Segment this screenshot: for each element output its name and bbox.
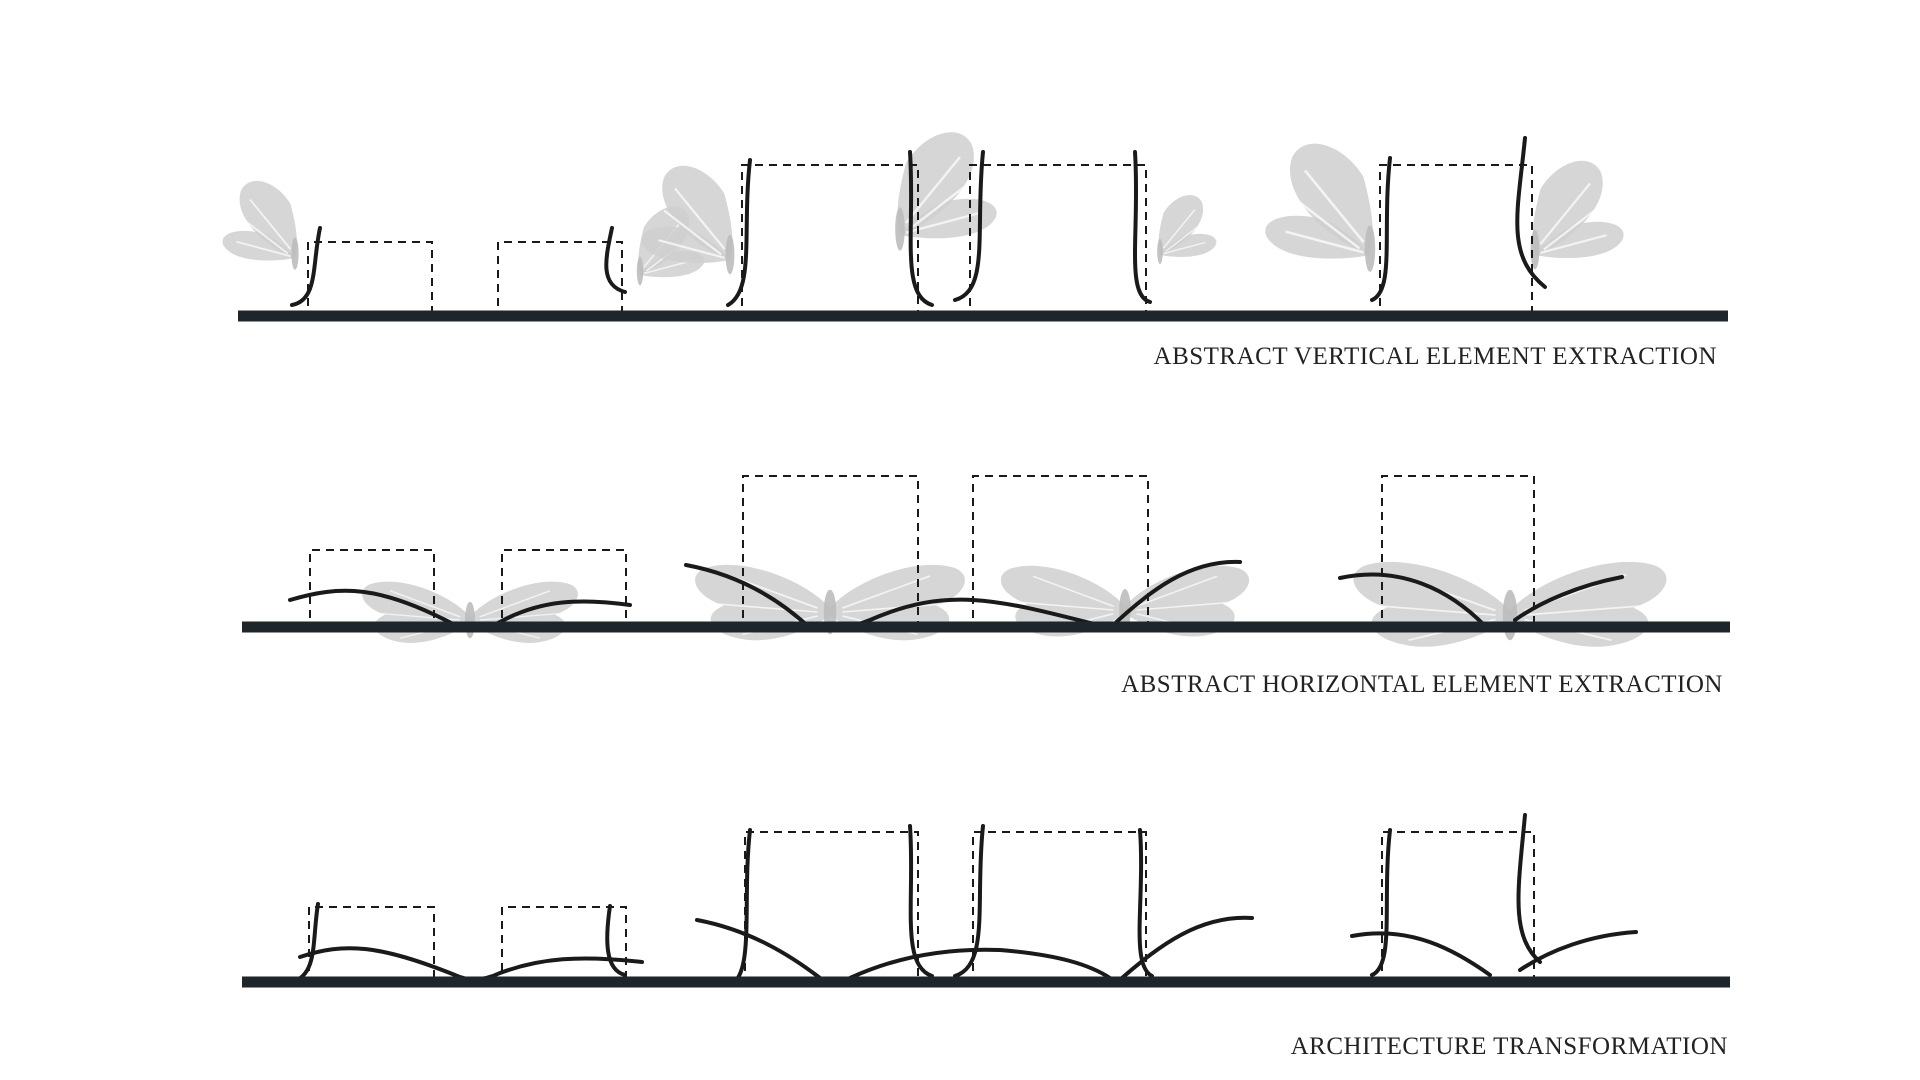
vertical-element [953, 824, 985, 978]
row-label-vertical: ABSTRACT VERTICAL ELEMENT EXTRACTION [1153, 343, 1717, 370]
dashed-frame [309, 549, 435, 632]
dashed-frame [969, 164, 1147, 320]
horizontal-element [695, 918, 822, 980]
butterfly-icon [1529, 159, 1625, 271]
dashed-frame [497, 241, 623, 320]
horizontal-element [1108, 559, 1242, 630]
dashed-frame [972, 831, 1147, 985]
dashed-frame [501, 906, 627, 985]
horizontal-element [1120, 915, 1254, 980]
row-vertical [221, 131, 1728, 322]
vertical-element [1137, 828, 1154, 978]
vertical-element [908, 150, 934, 307]
vertical-element [604, 226, 627, 294]
dashed-frame [972, 475, 1149, 632]
vertical-element [290, 226, 322, 307]
horizontal-element [1513, 575, 1624, 622]
row-label-horizontal: ABSTRACT HORIZONTAL ELEMENT EXTRACTION [1121, 671, 1723, 698]
horizontal-element [1518, 930, 1638, 972]
dashed-frame [1379, 164, 1533, 320]
vertical-element [290, 902, 320, 984]
butterfly-icon [1352, 560, 1668, 649]
dashed-frame [501, 549, 627, 632]
vertical-element [726, 158, 752, 307]
vertical-element [728, 828, 752, 987]
horizontal-element [848, 947, 1112, 980]
dashed-frame [308, 906, 435, 985]
vertical-element [953, 150, 985, 302]
dashed-frame [741, 164, 919, 320]
vertical-element [908, 824, 934, 978]
butterfly-icon [1156, 194, 1218, 265]
vertical-element [1370, 828, 1392, 977]
horizontal-element [298, 946, 644, 982]
horizontal-element [1350, 931, 1492, 977]
butterfly-icon [361, 580, 579, 644]
dashed-frame [742, 475, 919, 632]
row-architecture [242, 813, 1730, 988]
vertical-element [605, 904, 627, 977]
horizontal-element [1338, 572, 1487, 628]
vertical-element [1516, 813, 1542, 964]
butterfly-icon [221, 180, 300, 271]
dashed-frame [307, 241, 433, 320]
row-horizontal [242, 475, 1730, 649]
vertical-element [1515, 136, 1547, 289]
dashed-frame [1381, 831, 1535, 985]
dashed-frame [1381, 475, 1535, 632]
vertical-element [1133, 150, 1152, 304]
row-label-architecture: ARCHITECTURE TRANSFORMATION [1290, 1033, 1728, 1060]
vertical-element [1370, 156, 1392, 302]
butterfly-icon [1263, 142, 1377, 274]
